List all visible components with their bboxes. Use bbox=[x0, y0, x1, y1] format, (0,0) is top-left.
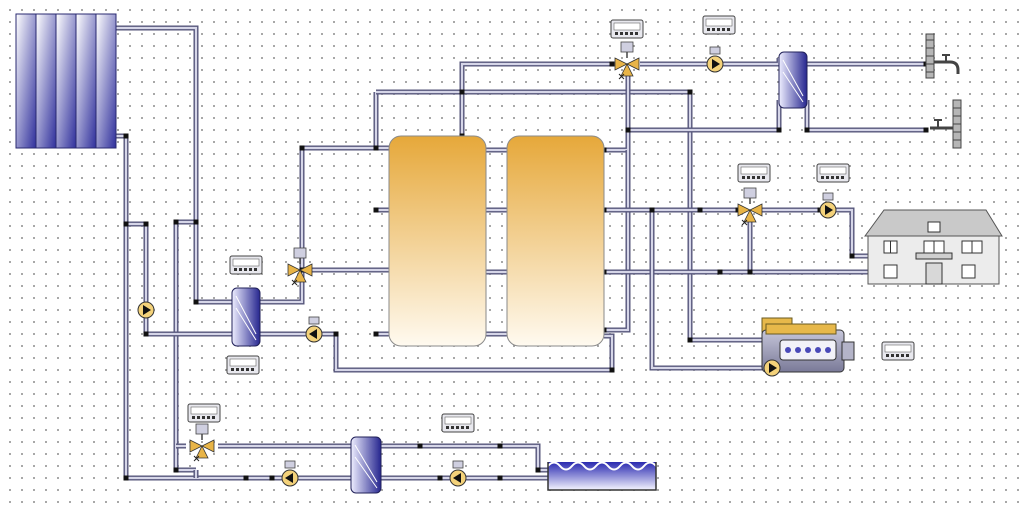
pipe-joint bbox=[687, 337, 693, 343]
pipe-core bbox=[116, 26, 198, 472]
circulation-pump-icon[interactable] bbox=[706, 46, 724, 73]
pipe-joint bbox=[373, 207, 379, 213]
pipe-core bbox=[381, 444, 548, 472]
pipe-joint bbox=[299, 145, 305, 151]
circulation-pump-icon[interactable] bbox=[137, 301, 155, 319]
controller-display-icon[interactable] bbox=[816, 163, 850, 183]
pipe bbox=[126, 221, 232, 337]
pipe-joint bbox=[497, 475, 503, 481]
pipe-core bbox=[126, 222, 232, 336]
pipe-joint bbox=[143, 221, 149, 227]
pipe-core bbox=[376, 90, 762, 342]
pipe-core bbox=[194, 222, 232, 304]
pipe-joint bbox=[123, 221, 129, 227]
pipe bbox=[193, 222, 232, 305]
pipe-joint bbox=[123, 475, 129, 481]
pipe-core bbox=[626, 76, 781, 132]
pipe-core bbox=[260, 146, 389, 304]
controllers bbox=[187, 15, 915, 433]
pipe bbox=[604, 150, 631, 333]
three-way-valve-icon[interactable] bbox=[189, 423, 215, 462]
pipe-network bbox=[116, 25, 926, 481]
pipe-joint bbox=[373, 145, 379, 151]
pipe-joint bbox=[776, 127, 782, 133]
water-tap-icon[interactable] bbox=[925, 33, 960, 79]
pumps bbox=[137, 46, 837, 487]
pipe-joint bbox=[459, 89, 465, 95]
pipe bbox=[804, 100, 926, 133]
controller-display-icon[interactable] bbox=[441, 413, 475, 433]
controller-display-icon[interactable] bbox=[226, 355, 260, 375]
pipe-joint bbox=[649, 207, 655, 213]
water-tap-icon[interactable] bbox=[930, 99, 962, 149]
boiler-icon[interactable] bbox=[761, 317, 855, 373]
controller-display-icon[interactable] bbox=[702, 15, 736, 35]
pipe-joint bbox=[697, 207, 703, 213]
pipe bbox=[625, 76, 782, 133]
controller-display-icon[interactable] bbox=[737, 163, 771, 183]
pipe-joint bbox=[609, 61, 615, 67]
pipe-core bbox=[723, 58, 781, 66]
pipe-core bbox=[650, 210, 762, 370]
controller-display-icon[interactable] bbox=[229, 255, 263, 275]
pipe-joint bbox=[333, 331, 339, 337]
pipe-joint bbox=[497, 443, 503, 449]
three-way-valve-icon[interactable] bbox=[614, 41, 640, 80]
plate-heat-exchanger-icon[interactable] bbox=[778, 51, 808, 109]
pipe-joint bbox=[243, 475, 249, 481]
storage-tank-icon[interactable] bbox=[388, 135, 487, 347]
controller-display-icon[interactable] bbox=[187, 403, 221, 423]
pipe-joint bbox=[923, 127, 929, 133]
plate-heat-exchanger-icon[interactable] bbox=[350, 436, 382, 494]
pipe-joint bbox=[717, 269, 723, 275]
pipe-joint bbox=[437, 475, 443, 481]
pipe bbox=[604, 130, 631, 153]
pipe bbox=[260, 145, 389, 305]
pipe-joint bbox=[609, 367, 615, 373]
solar-collector-icon[interactable] bbox=[15, 13, 117, 149]
controller-display-icon[interactable] bbox=[881, 341, 915, 361]
controller-display-icon[interactable] bbox=[610, 19, 644, 39]
swimming-pool-icon[interactable] bbox=[547, 461, 657, 491]
pipe-joint bbox=[373, 331, 379, 337]
pipe bbox=[381, 443, 548, 473]
pipe-joint bbox=[535, 467, 541, 473]
pipe-core bbox=[604, 130, 630, 152]
mixing-valves bbox=[189, 41, 763, 462]
pipe-core bbox=[460, 62, 612, 136]
pipe-joint bbox=[123, 133, 129, 139]
three-way-valve-icon[interactable] bbox=[737, 187, 763, 226]
circulation-pump-icon[interactable] bbox=[281, 460, 299, 487]
circulation-pump-icon[interactable] bbox=[763, 359, 781, 377]
circulation-pump-icon[interactable] bbox=[449, 460, 467, 487]
circulation-pump-icon[interactable] bbox=[819, 192, 837, 219]
pipe-joint bbox=[143, 331, 149, 337]
three-way-valve-icon[interactable] bbox=[287, 247, 313, 286]
pipe-core bbox=[836, 208, 868, 258]
circulation-pump-icon[interactable] bbox=[305, 316, 323, 343]
plate-heat-exchanger-icon[interactable] bbox=[231, 287, 261, 347]
pipe-joint bbox=[193, 299, 199, 305]
pipe-joint bbox=[687, 89, 693, 95]
pipe-joint bbox=[173, 467, 179, 473]
pipe-joint bbox=[269, 475, 275, 481]
pipe-joint bbox=[804, 127, 810, 133]
pipe-joint bbox=[193, 219, 199, 225]
pipe-joint bbox=[849, 253, 855, 259]
pipe-joint bbox=[417, 443, 423, 449]
house-icon[interactable] bbox=[864, 209, 1003, 285]
pipe-joint bbox=[625, 127, 631, 133]
pipe bbox=[459, 61, 612, 136]
pipe-core bbox=[604, 150, 630, 332]
pipe-core bbox=[805, 100, 926, 132]
pipe-core bbox=[260, 332, 614, 372]
pipe-joint bbox=[747, 269, 753, 275]
pipe bbox=[649, 210, 762, 371]
storage-tank-icon[interactable] bbox=[506, 135, 605, 347]
pipe-joint bbox=[173, 219, 179, 225]
